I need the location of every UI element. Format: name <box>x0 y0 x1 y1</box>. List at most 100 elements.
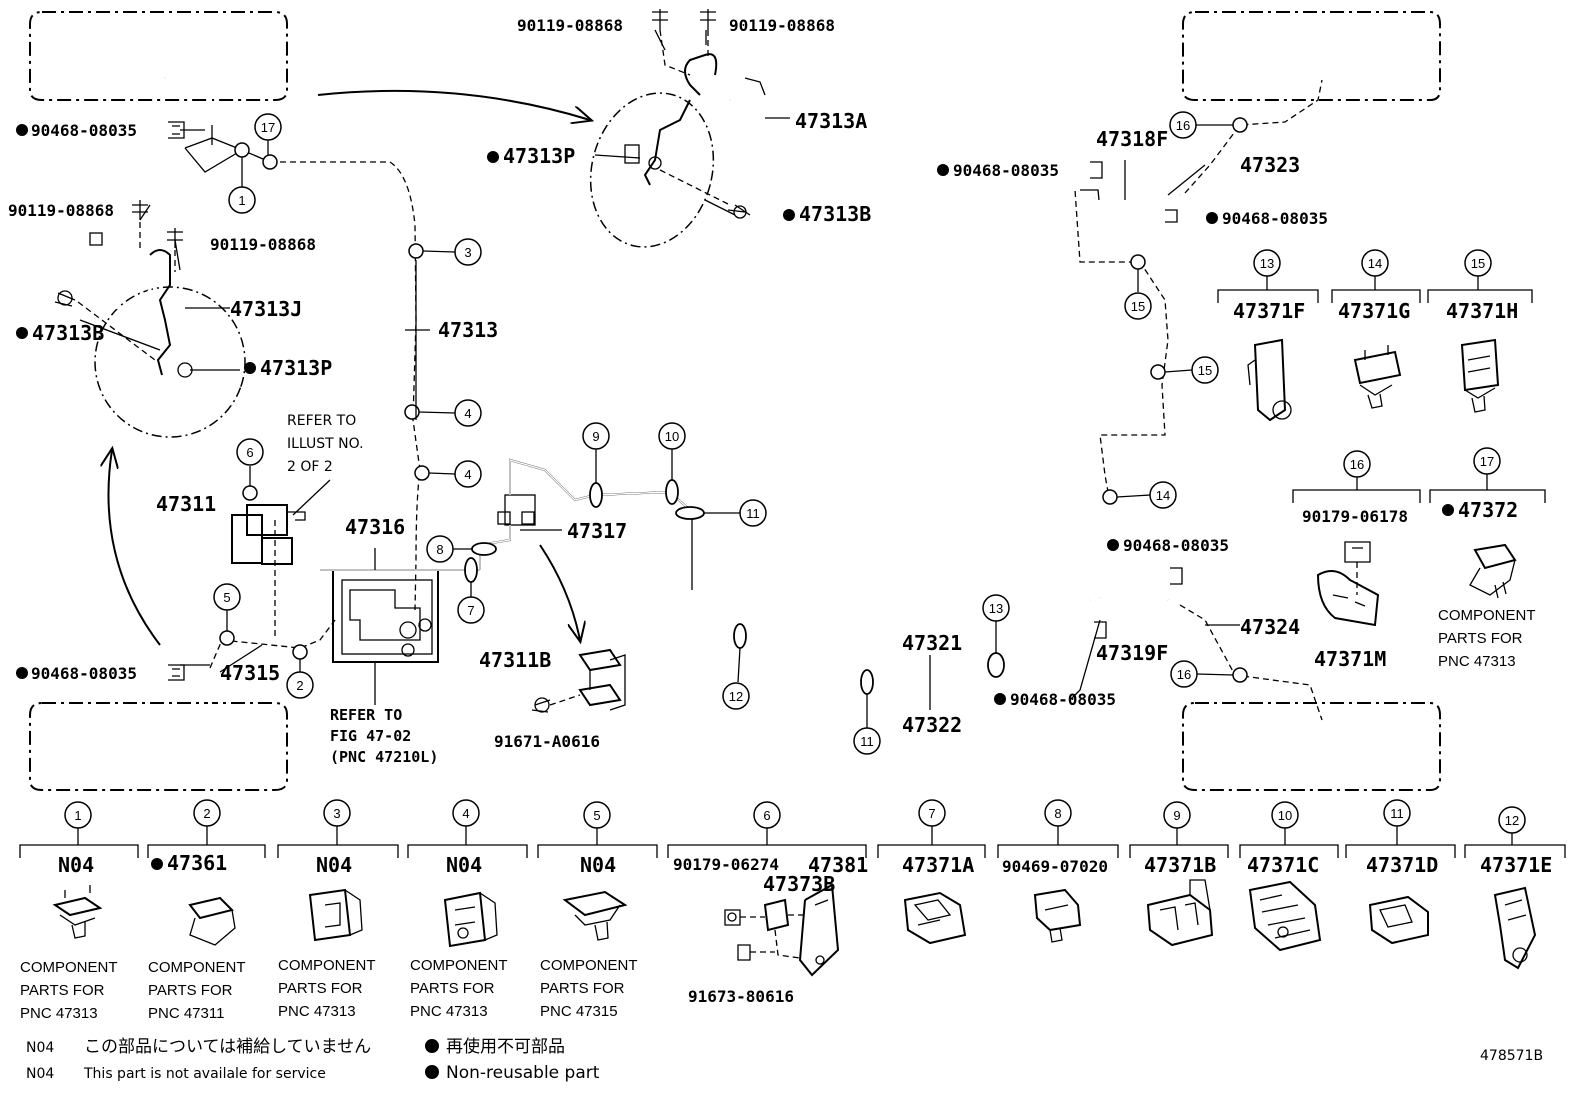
callout-11a: 11 <box>739 499 767 527</box>
label-47315: 47315 <box>220 661 280 685</box>
callout-6: 6 <box>236 438 264 466</box>
arrow-to-left-detail <box>108 450 161 646</box>
svg-text:9: 9 <box>1173 808 1180 823</box>
svg-text:11: 11 <box>1390 806 1404 821</box>
svg-text:1: 1 <box>238 193 245 208</box>
svg-text:PNC 47313: PNC 47313 <box>278 1003 356 1020</box>
svg-text:PNC 47313: PNC 47313 <box>410 1003 488 1020</box>
abs-actuator <box>320 569 480 663</box>
refer-illust-line2: ILLUST NO. <box>287 436 364 452</box>
lower-left-panel <box>29 702 288 791</box>
clip-90468-right <box>1090 161 1183 639</box>
svg-text:3: 3 <box>464 245 471 260</box>
legend-nonreuse-jp: 再使用不可部品 <box>446 1036 565 1057</box>
part-r17: 17 47372 COMPONENT PARTS FOR PNC 47313 <box>1429 447 1546 670</box>
arrow-to-47311B <box>539 544 580 640</box>
label-47313B-left: 47313B <box>32 321 104 345</box>
junction-47317 <box>497 494 536 526</box>
svg-text:COMPONENT: COMPONENT <box>278 957 376 974</box>
label-47322: 47322 <box>902 713 962 737</box>
part-b7: 7 47371A <box>877 799 986 945</box>
line-47315 <box>209 619 336 669</box>
line-47321 <box>681 513 1091 683</box>
label-47317: 47317 <box>567 519 627 543</box>
svg-text:COMPONENT: COMPONENT <box>540 957 638 974</box>
svg-text:15: 15 <box>1198 363 1212 378</box>
svg-text:47381: 47381 <box>808 853 868 877</box>
svg-text:8: 8 <box>436 542 443 557</box>
svg-text:16: 16 <box>1176 118 1190 133</box>
part-b9: 9 47371B <box>1129 801 1229 947</box>
line-47313 <box>270 161 421 611</box>
line-47313-left <box>184 137 271 173</box>
detail-47313A <box>589 9 766 248</box>
part-r15: 15 47371H <box>1427 249 1533 413</box>
label-90119-top-left: 90119-08868 <box>517 16 623 35</box>
bottom-parts-table: 1 N04 COMPONENT PARTS FOR PNC 47313 2 47… <box>19 799 1566 1022</box>
label-90468-upper-left: 90468-08035 <box>31 121 137 140</box>
svg-text:COMPONENT: COMPONENT <box>148 959 246 976</box>
label-91671: 91671-A0616 <box>494 732 600 751</box>
attachment-points <box>219 117 1248 683</box>
clip-90468-lower-left <box>168 664 185 681</box>
svg-text:PNC 47311: PNC 47311 <box>148 1005 224 1022</box>
svg-text:91673-80616: 91673-80616 <box>688 987 794 1006</box>
svg-text:9: 9 <box>592 429 599 444</box>
svg-text:47371C: 47371C <box>1247 853 1319 877</box>
callout-2: 2 <box>286 671 314 699</box>
label-47313P-left: 47313P <box>260 356 332 380</box>
legend-n04-code-2: N04 <box>26 1066 54 1082</box>
svg-text:11: 11 <box>860 734 874 749</box>
part-b4: 4 N04 COMPONENT PARTS FOR PNC 47313 <box>407 799 528 1020</box>
svg-text:PNC 47313: PNC 47313 <box>20 1005 98 1022</box>
label-90119-left-2: 90119-08868 <box>210 235 316 254</box>
upper-right-panel <box>1182 11 1441 101</box>
label-47313A: 47313A <box>795 109 867 133</box>
svg-text:47373B: 47373B <box>763 872 835 896</box>
refer-fig-line2: FIG 47-02 <box>330 727 411 745</box>
diagram-id: 478571B <box>1480 1048 1543 1064</box>
label-47319F: 47319F <box>1096 641 1168 665</box>
part-b12: 12 47371E <box>1464 806 1566 970</box>
label-47316: 47316 <box>345 515 405 539</box>
label-90468-right-2: 90468-08035 <box>1222 209 1328 228</box>
callout-15b: 15 <box>1191 356 1219 384</box>
svg-text:5: 5 <box>593 808 600 823</box>
part-b10: 10 47371C <box>1239 801 1339 952</box>
svg-text:N04: N04 <box>446 853 482 877</box>
svg-text:N04: N04 <box>580 853 616 877</box>
svg-text:4: 4 <box>464 467 471 482</box>
label-47313B-top: 47313B <box>799 202 871 226</box>
legend: N04 この部品については補給していません N04 This part is n… <box>26 1036 1543 1083</box>
svg-text:90179-06178: 90179-06178 <box>1302 507 1408 526</box>
label-47311B: 47311B <box>479 648 551 672</box>
refer-illust-line1: REFER TO <box>287 413 356 429</box>
svg-text:PARTS FOR: PARTS FOR <box>1438 630 1523 647</box>
svg-text:47371B: 47371B <box>1144 853 1216 877</box>
svg-text:2: 2 <box>203 806 210 821</box>
callout-13: 13 <box>982 594 1010 622</box>
callout-16a: 16 <box>1169 111 1197 139</box>
right-parts-table: 13 47371F 14 47371G 15 47371H 16 <box>1217 249 1546 671</box>
svg-text:COMPONENT: COMPONENT <box>20 959 118 976</box>
leader-lines <box>79 29 1240 730</box>
label-47313J: 47313J <box>230 297 302 321</box>
svg-text:12: 12 <box>729 689 743 704</box>
svg-text:15: 15 <box>1471 256 1485 271</box>
svg-text:PARTS FOR: PARTS FOR <box>410 980 495 997</box>
svg-text:47371E: 47371E <box>1480 853 1552 877</box>
svg-text:47371A: 47371A <box>902 853 974 877</box>
callout-4a: 4 <box>454 399 482 427</box>
callout-12: 12 <box>722 682 750 710</box>
part-b5: 5 N04 COMPONENT PARTS FOR PNC 47315 <box>537 801 658 1020</box>
svg-text:90179-06274: 90179-06274 <box>673 855 779 874</box>
svg-text:13: 13 <box>1260 256 1274 271</box>
svg-text:47371D: 47371D <box>1366 853 1438 877</box>
part-b6: 6 90179-06274 47381 47373B 91673-80616 <box>667 801 868 1006</box>
svg-text:13: 13 <box>989 601 1003 616</box>
svg-text:7: 7 <box>467 603 474 618</box>
svg-text:PNC 47313: PNC 47313 <box>1438 653 1516 670</box>
detail-47311B <box>531 648 626 713</box>
svg-text:17: 17 <box>261 120 275 135</box>
